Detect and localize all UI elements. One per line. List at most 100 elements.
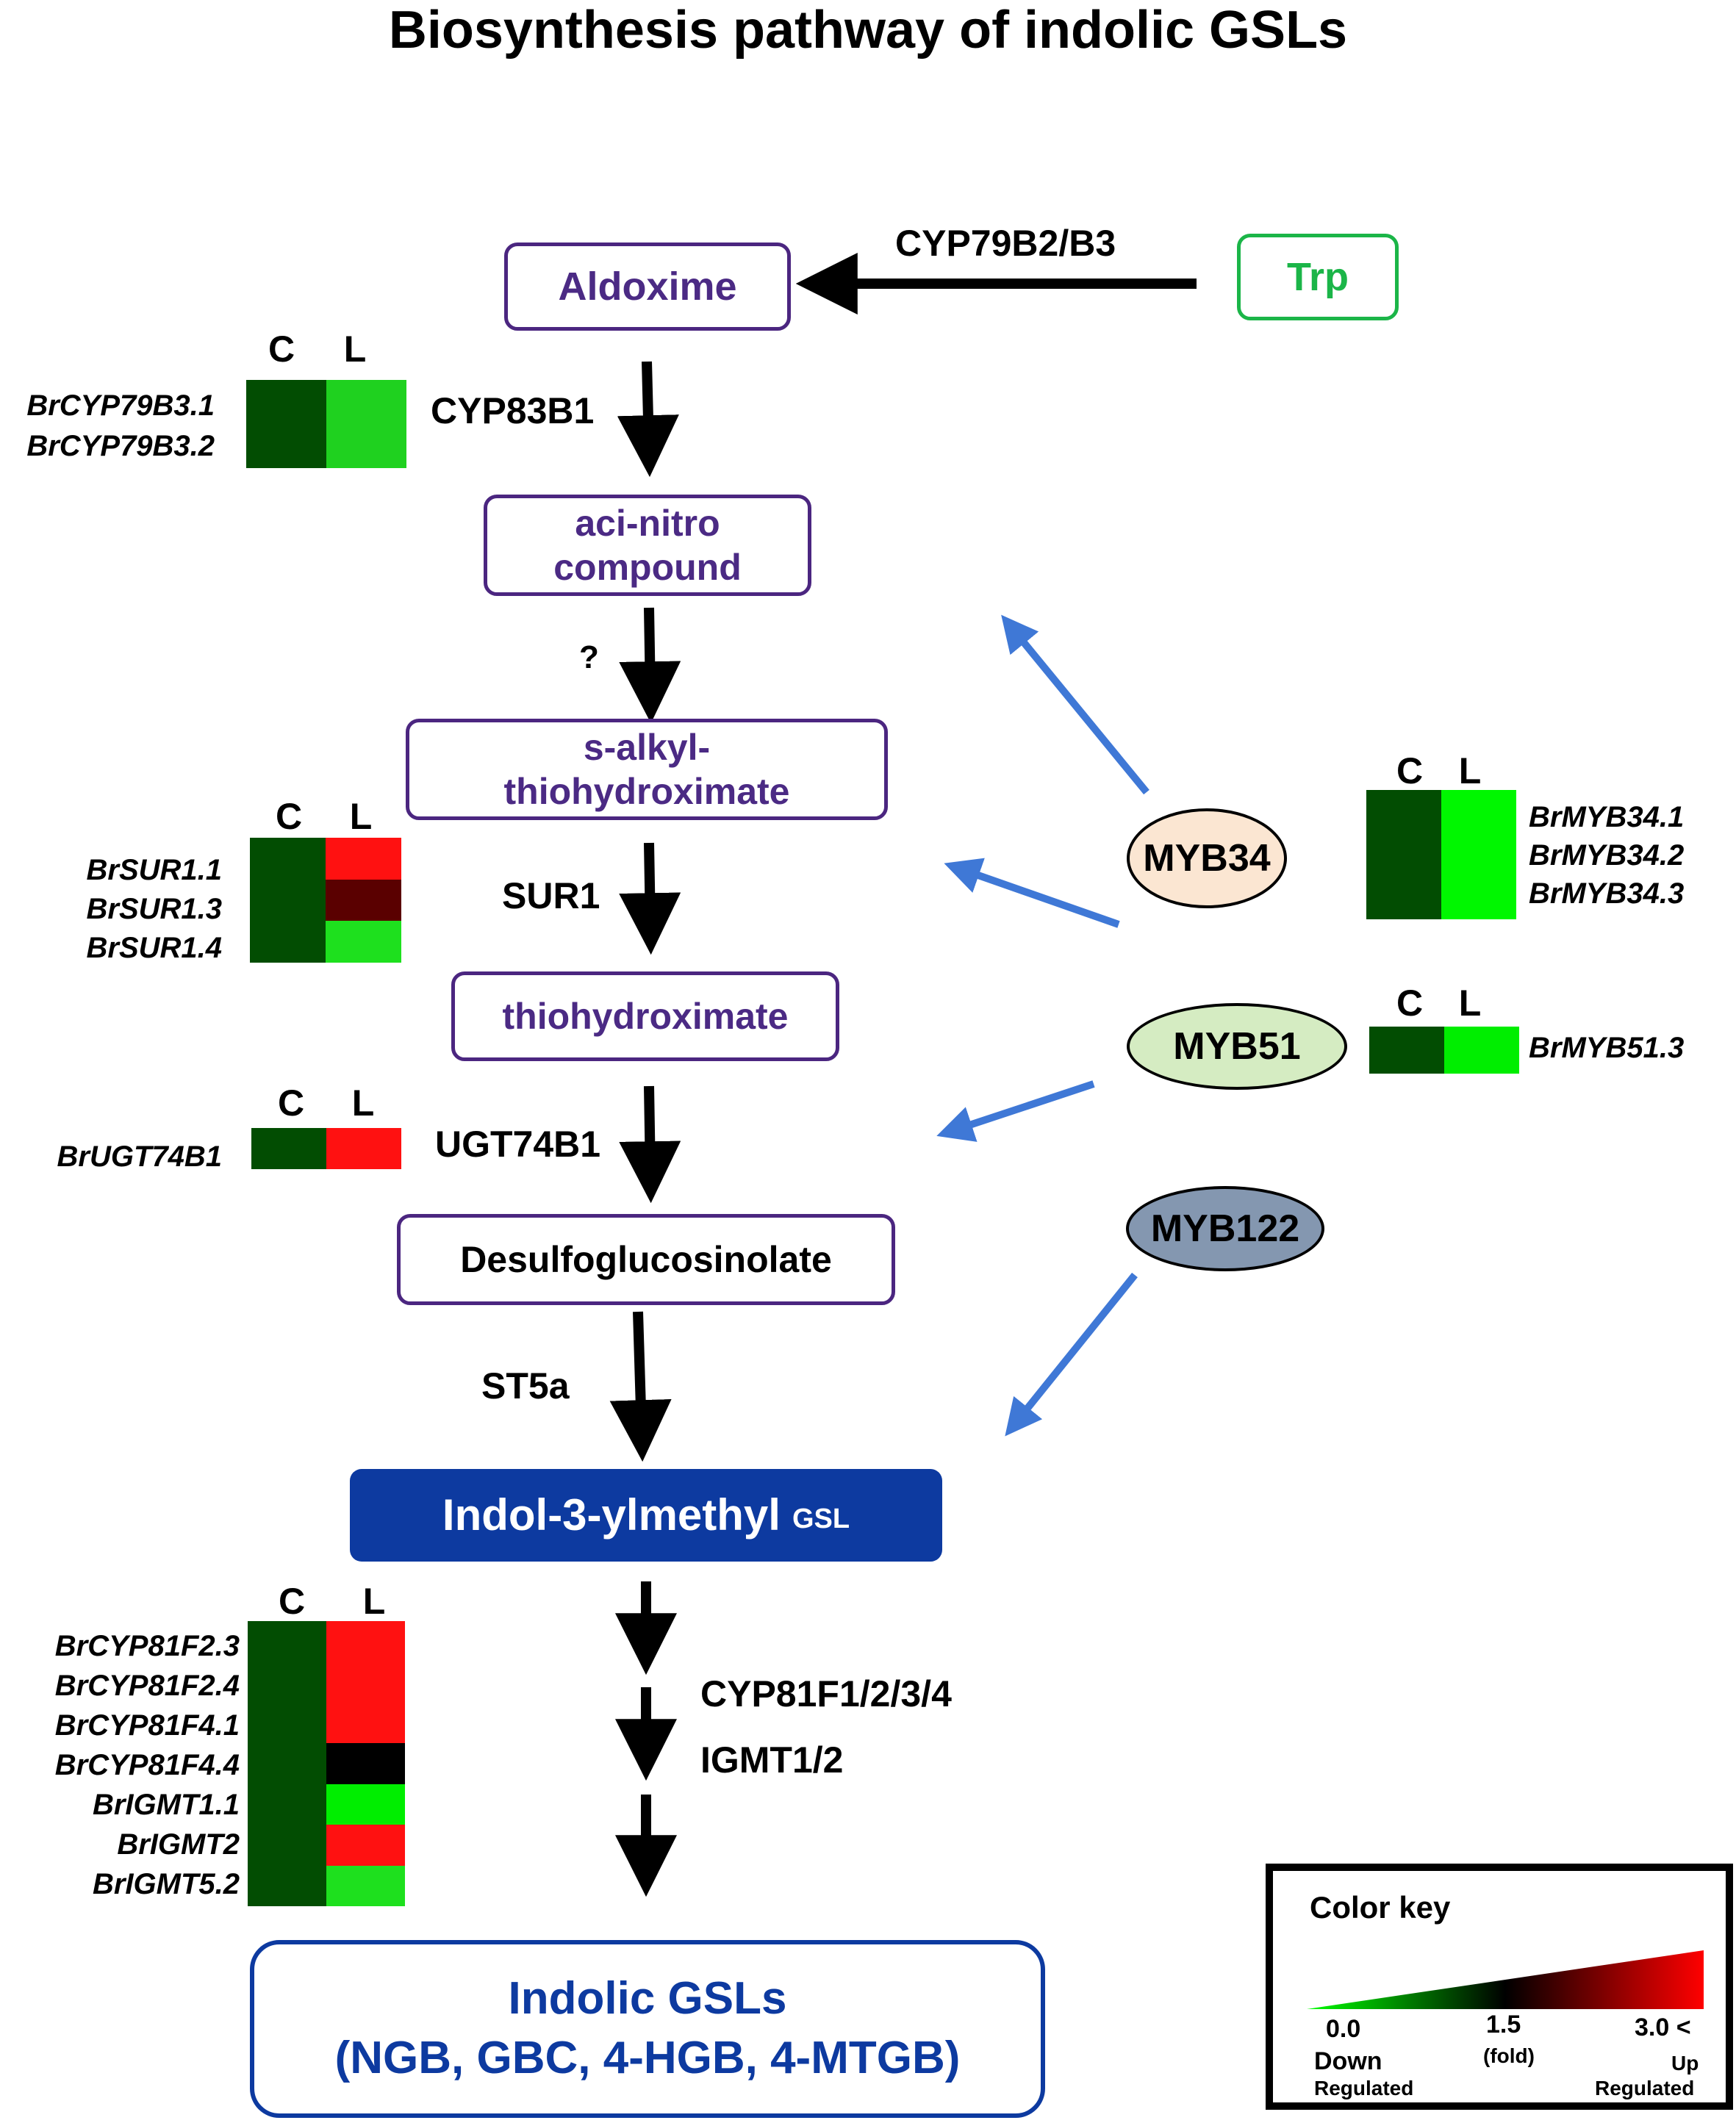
heatmap-column-c [1366, 790, 1441, 919]
arrow-desulfo-to-indol [609, 1311, 672, 1462]
heatmap-column-l [326, 838, 401, 963]
enzyme-cyp83b1: CYP83B1 [431, 390, 595, 431]
heatmap-sur1-col-c: C [275, 796, 303, 837]
heatmap-sur1 [250, 838, 401, 963]
arrow-thio-to-desulfo [619, 1085, 681, 1204]
heatmap-column-l [326, 380, 406, 468]
heatmap-cell-l [326, 1825, 405, 1866]
arrow-aldoxime-to-acinitro [617, 361, 679, 478]
heatmap-cell-l [326, 1865, 405, 1906]
gene-label: BrIGMT2 [117, 1828, 240, 1861]
node-indolic-line2: (NGB, GBC, 4-HGB, 4-MTGB) [334, 2033, 961, 2083]
heatmap-column-l [1441, 790, 1516, 919]
heatmap-ugt74b1 [251, 1128, 401, 1169]
color-key-down-2: Regulated [1314, 2077, 1414, 2099]
heatmap-myb51-col-l: L [1458, 983, 1482, 1024]
gene-label: BrIGMT1.1 [92, 1789, 240, 1821]
heatmap-column-c [250, 838, 326, 963]
color-key-up-2: Regulated [1595, 2077, 1695, 2099]
heatmap-cell-l [1444, 1027, 1519, 1074]
gene-label: BrSUR1.3 [86, 893, 222, 925]
heatmap-column-l [326, 1128, 401, 1169]
color-key-tick-mid: 1.5 [1486, 2011, 1521, 2038]
node-indolic-line1: Indolic GSLs [508, 1973, 787, 2025]
regulation-arrow-myb34-salkyl [944, 858, 1120, 928]
color-key-down-1: Down [1314, 2047, 1382, 2075]
gene-label: BrIGMT5.2 [92, 1868, 240, 1900]
node-aldoxime-label: Aldoxime [558, 264, 737, 309]
color-key-tick-low: 0.0 [1326, 2015, 1361, 2043]
heatmap-cyp79b3 [246, 380, 406, 468]
heatmap-cell-l [1441, 790, 1516, 919]
heatmap-cell-c [251, 1128, 326, 1169]
gene-label: BrMYB51.3 [1529, 1032, 1685, 1064]
gene-label: BrMYB34.2 [1529, 839, 1685, 872]
color-key-tick-high: 3.0 < [1635, 2014, 1691, 2041]
node-desulfoglucosinolate: Desulfoglucosinolate [397, 1214, 895, 1305]
heatmap-myb51-col-c: C [1396, 983, 1424, 1024]
node-aci-nitro-compound: aci-nitro compound [484, 495, 811, 596]
gene-label: BrMYB34.3 [1529, 877, 1685, 910]
node-s-alkyl-line2: thiohydroximate [503, 771, 790, 812]
heatmap-cell-c [1366, 790, 1441, 919]
color-key-up-1: Up [1671, 2052, 1699, 2074]
heatmap-cyp79b3-col-c: C [268, 328, 295, 370]
enzyme-cyp79b2-b3: CYP79B2/B3 [895, 223, 1116, 264]
regulator-myb51: MYB51 [1127, 1003, 1347, 1090]
node-thiohydroximate: thiohydroximate [451, 971, 839, 1061]
heatmap-cell-l [326, 1783, 405, 1825]
gene-label: BrCYP81F4.4 [54, 1749, 240, 1781]
enzyme-ugt74b1: UGT74B1 [435, 1124, 601, 1165]
enzyme-sur1: SUR1 [502, 875, 600, 916]
heatmap-myb34 [1366, 790, 1516, 919]
enzyme-cyp81f: CYP81F1/2/3/4 [700, 1673, 952, 1714]
heatmap-cyp81f-col-c: C [278, 1581, 306, 1622]
heatmap-cell-c [246, 380, 326, 468]
node-s-alkyl-thiohydroximate: s-alkyl- thiohydroximate [406, 719, 888, 820]
heatmap-column-l [1444, 1027, 1519, 1074]
heatmap-cell-c [248, 1621, 326, 1906]
regulation-arrow-myb34-acinitro [1001, 614, 1149, 795]
heatmap-cyp81f-col-l: L [362, 1581, 386, 1622]
node-indolic-gsls: Indolic GSLs (NGB, GBC, 4-HGB, 4-MTGB) [250, 1940, 1045, 2118]
heatmap-myb51 [1369, 1027, 1519, 1074]
node-aci-nitro-line1: aci-nitro [575, 503, 720, 544]
gene-label: BrUGT74B1 [57, 1140, 222, 1173]
heatmap-cell-l [326, 838, 401, 880]
regulation-arrow-myb122-indol [1005, 1272, 1138, 1437]
heatmap-cell-l [326, 1662, 405, 1703]
figure-title: Biosynthesis pathway of indolic GSLs [388, 1, 1348, 60]
node-indol-suffix: GSL [792, 1504, 850, 1535]
enzyme-st5a: ST5a [481, 1365, 570, 1407]
color-key-legend: Color key 0.0 1.5 3.0 < Down Regulated (… [1266, 1864, 1733, 2110]
regulator-myb122: MYB122 [1126, 1186, 1324, 1271]
color-key-unit: (fold) [1483, 2044, 1535, 2067]
heatmap-cell-l [326, 879, 401, 922]
gene-label: BrCYP81F2.3 [54, 1630, 240, 1662]
gene-label: BrCYP79B3.1 [26, 389, 215, 422]
color-key-gradient [1307, 1950, 1704, 2009]
regulator-myb34: MYB34 [1127, 808, 1287, 908]
gene-label: BrCYP81F2.4 [54, 1670, 240, 1702]
heatmap-cell-l [326, 921, 401, 963]
heatmap-sur1-col-l: L [349, 796, 373, 837]
heatmap-cyp79b3-col-l: L [343, 328, 367, 370]
node-thiohydroximate-label: thiohydroximate [502, 996, 789, 1037]
node-indol-3-ylmethyl-gsl: Indol-3-ylmethyl GSL [350, 1469, 942, 1562]
node-aldoxime: Aldoxime [504, 243, 791, 331]
gene-label: BrCYP79B3.2 [26, 430, 215, 462]
node-trp-label: Trp [1286, 254, 1349, 299]
heatmap-myb34-col-c: C [1396, 750, 1424, 791]
heatmap-cell-l [326, 1702, 405, 1744]
gene-label: BrSUR1.1 [86, 854, 222, 886]
heatmap-column-c [1369, 1027, 1444, 1074]
node-aci-nitro-line2: compound [553, 547, 742, 588]
heatmap-column-l [326, 1621, 405, 1906]
heatmap-cell-l [326, 380, 406, 468]
color-key-title: Color key [1310, 1890, 1451, 1925]
arrow-acinitro-to-salkyl [619, 607, 681, 724]
node-s-alkyl-line1: s-alkyl- [583, 727, 711, 768]
node-indol-label: Indol-3-ylmethyl [442, 1490, 781, 1540]
regulation-arrow-myb51-thio [936, 1080, 1095, 1142]
heatmap-cell-l [326, 1621, 405, 1662]
